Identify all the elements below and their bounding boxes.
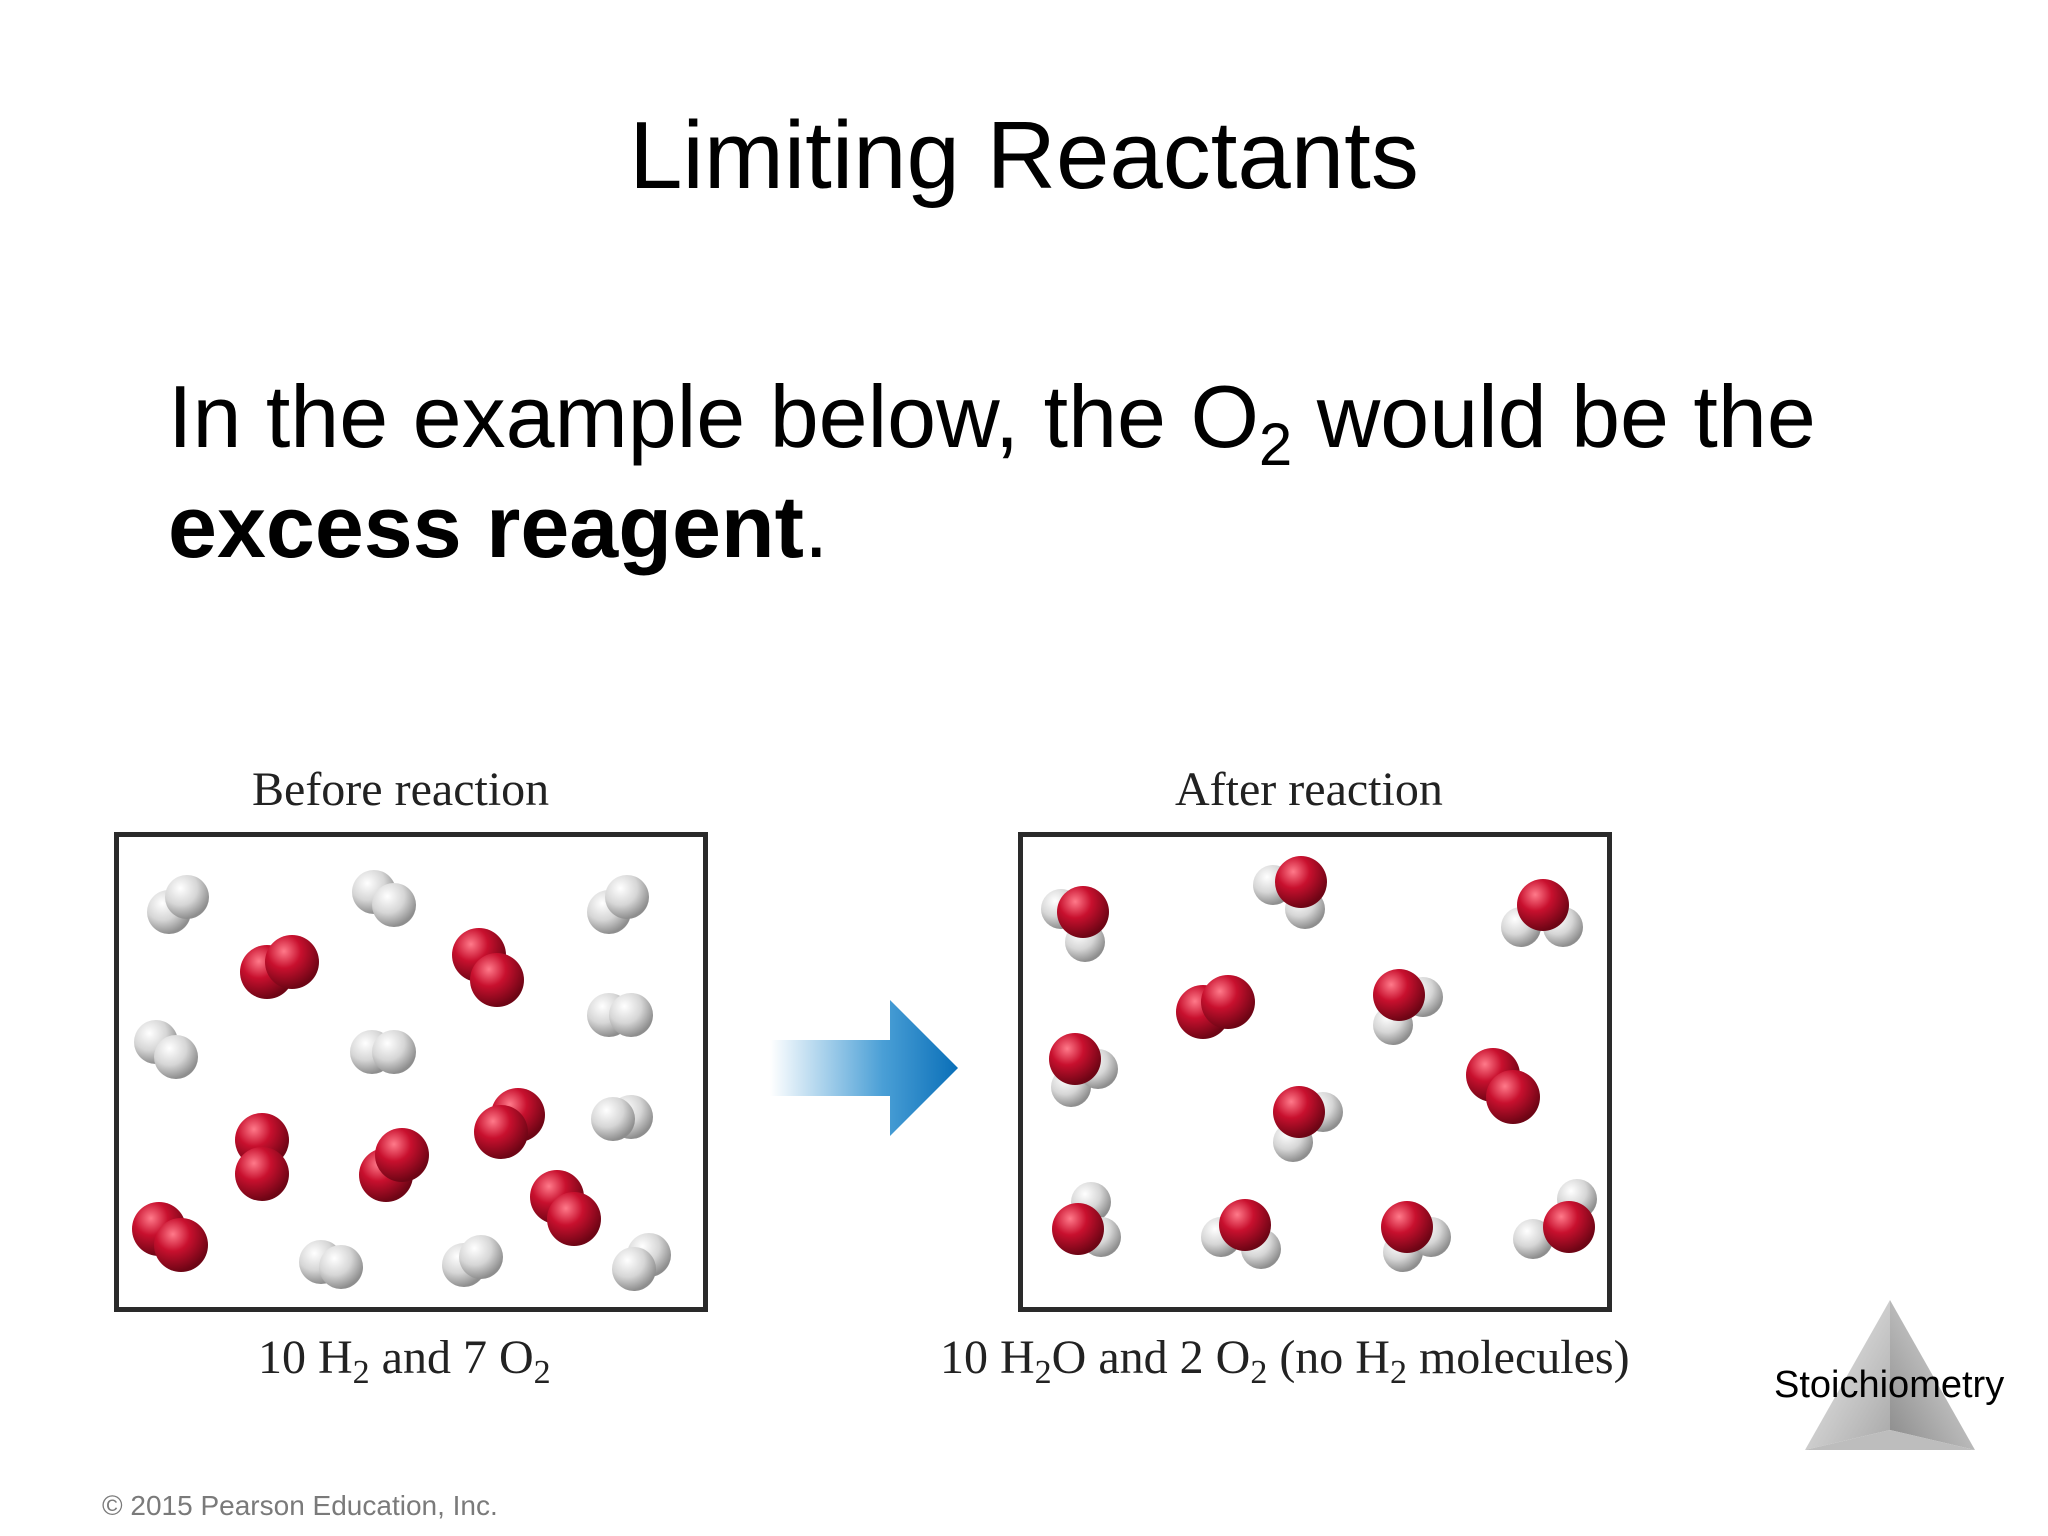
pyramid-logo-icon [1805,1300,1975,1450]
o2-molecule [1466,1048,1540,1124]
body-line1-pre: In the example below, the O [168,367,1259,466]
h2o-molecule [1041,886,1109,962]
h2o-molecule [1501,879,1583,947]
caption-text: and 7 O [369,1331,534,1384]
before-reaction-box [114,832,708,1312]
h2-molecule [134,1020,198,1079]
after-molecules-illustration [1041,856,1597,1272]
caption-text: 10 H [940,1331,1035,1384]
h2-molecule [587,993,653,1037]
before-molecules-illustration [132,870,671,1291]
o2-molecule [132,1202,208,1272]
h2o-molecule [1381,1201,1451,1272]
topic-label: Stoichiometry [1774,1364,2005,1406]
caption-subscript: 2 [533,1354,551,1391]
h2o-molecule [1201,1199,1281,1269]
caption-text: 10 H [258,1331,353,1384]
caption-text: molecules) [1406,1331,1630,1384]
h2-molecule [612,1233,671,1291]
h2-molecule [147,875,209,934]
o2-molecule [235,1113,289,1201]
h2o-molecule [1253,856,1327,929]
copyright-text: © 2015 Pearson Education, Inc. [102,1490,498,1521]
after-reaction-label: After reaction [1175,763,1443,816]
h2o-molecule [1513,1179,1597,1259]
after-reaction-box [1018,832,1612,1312]
h2-molecule [442,1235,503,1287]
h2o-molecule [1052,1182,1121,1257]
caption-subscript: 2 [1034,1354,1052,1391]
reaction-arrow-icon [770,1000,958,1136]
before-reaction-caption: 10 H2 and 7 O2 [258,1330,551,1390]
body-line2-end: . [803,477,829,576]
slide-title: Limiting Reactants [629,102,1419,209]
o2-molecule [452,928,524,1007]
caption-text: O and 2 O [1051,1331,1251,1384]
before-reaction-label: Before reaction [252,763,550,816]
caption-subscript: 2 [1389,1354,1407,1391]
h2-molecule [587,875,649,934]
h2-molecule [591,1095,653,1141]
h2o-molecule [1273,1086,1343,1162]
o2-molecule [530,1170,601,1246]
caption-subscript: 2 [352,1354,370,1391]
body-line1-post: would be the [1292,367,1816,466]
h2-molecule [352,870,416,927]
h2-molecule [299,1240,363,1289]
body-line2-bold: excess reagent [168,477,804,576]
o2-molecule [240,935,319,999]
h2o-molecule [1373,969,1443,1045]
h2o-molecule [1049,1033,1118,1107]
h2-molecule [350,1030,416,1074]
body-line1-subscript: 2 [1258,411,1293,478]
after-reaction-caption: 10 H2O and 2 O2 (no H2 molecules) [940,1330,1630,1390]
caption-subscript: 2 [1250,1354,1268,1391]
o2-molecule [359,1128,429,1202]
o2-molecule [474,1088,545,1159]
caption-text: (no H [1267,1331,1390,1384]
o2-molecule [1176,975,1255,1039]
body-text: In the example below, the O2 would be th… [168,362,1968,582]
